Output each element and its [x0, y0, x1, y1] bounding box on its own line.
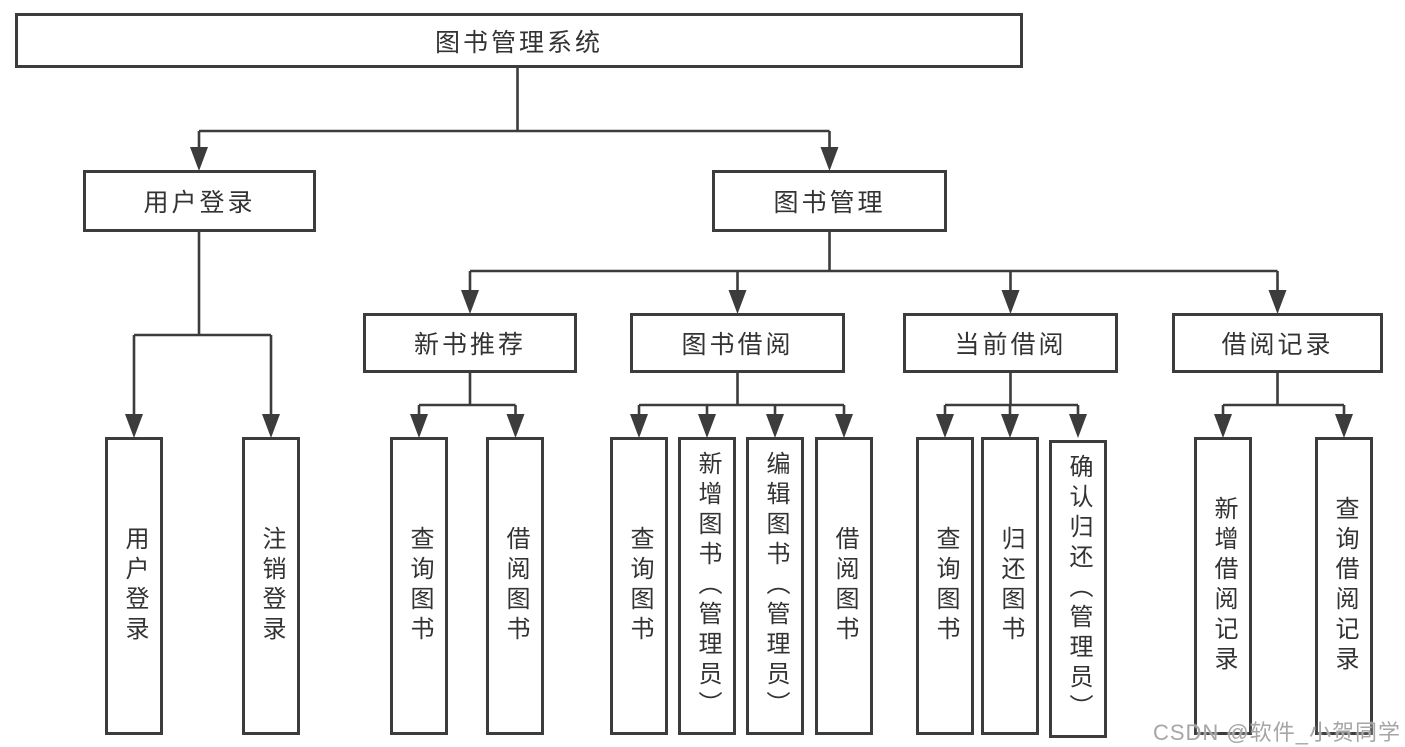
node-label: 图书管理系统	[434, 28, 603, 57]
node-label: 用户登录	[143, 189, 256, 217]
leaf-label: 查询图书	[626, 526, 653, 646]
leaf-label: 用户登录	[121, 526, 148, 646]
leaf-label: 新增借阅记录	[1210, 496, 1237, 676]
leaf-label: 确认归还（管理员）	[1065, 454, 1092, 724]
node-user-login: 用户登录	[83, 170, 316, 232]
leaf-label: 借阅图书	[502, 526, 529, 646]
leaf-label: 新增图书（管理员）	[694, 451, 721, 721]
leaf-borrow-books-recommend: 借阅图书	[486, 437, 544, 735]
leaf-user-login: 用户登录	[105, 437, 163, 735]
leaf-confirm-return-admin: 确认归还（管理员）	[1049, 440, 1107, 738]
leaf-query-books-recommend: 查询图书	[390, 437, 448, 735]
node-library-management-system: 图书管理系统	[15, 13, 1023, 68]
node-label: 图书借阅	[681, 331, 794, 359]
watermark-text: CSDN @软件_小贺同学	[1152, 720, 1401, 745]
leaf-query-books-current: 查询图书	[916, 437, 974, 735]
leaf-return-books: 归还图书	[981, 437, 1039, 735]
node-current-borrow: 当前借阅	[903, 313, 1118, 373]
leaf-add-borrow-record: 新增借阅记录	[1194, 437, 1252, 735]
leaf-logout: 注销登录	[242, 437, 300, 735]
leaf-label: 借阅图书	[831, 526, 858, 646]
node-new-book-recommend: 新书推荐	[363, 313, 577, 373]
leaf-label: 查询借阅记录	[1331, 496, 1358, 676]
node-label: 当前借阅	[954, 331, 1067, 359]
node-book-management: 图书管理	[712, 170, 947, 232]
arrowheads	[125, 147, 1353, 438]
leaf-label: 注销登录	[258, 526, 285, 646]
node-borrow-records: 借阅记录	[1172, 313, 1383, 373]
node-label: 图书管理	[773, 189, 886, 217]
leaf-label: 编辑图书（管理员）	[762, 451, 789, 721]
leaf-query-books-borrow: 查询图书	[610, 437, 668, 735]
node-label: 新书推荐	[413, 331, 526, 359]
leaf-query-borrow-record: 查询借阅记录	[1315, 437, 1373, 735]
node-label: 借阅记录	[1221, 331, 1334, 359]
node-book-borrow: 图书借阅	[630, 313, 845, 373]
leaf-borrow-books: 借阅图书	[815, 437, 873, 735]
leaf-label: 查询图书	[932, 526, 959, 646]
leaf-edit-books-admin: 编辑图书（管理员）	[746, 437, 804, 735]
leaf-label: 查询图书	[406, 526, 433, 646]
leaf-label: 归还图书	[997, 526, 1024, 646]
leaf-add-books-admin: 新增图书（管理员）	[678, 437, 736, 735]
